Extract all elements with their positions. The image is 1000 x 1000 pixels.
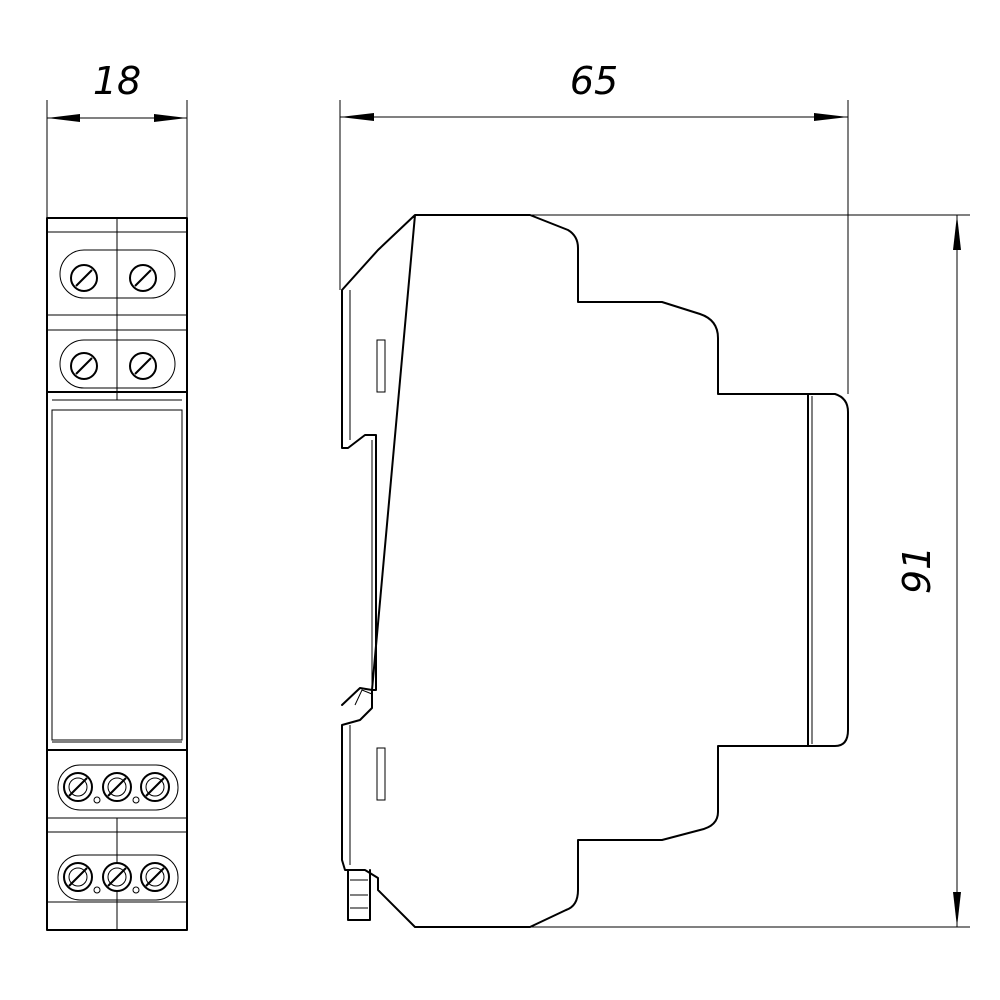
screw-icon — [63, 862, 93, 892]
din-clip-slot — [376, 747, 386, 801]
screw-icon — [129, 264, 157, 292]
screw-icon — [70, 352, 98, 380]
din-clip-slot — [376, 339, 386, 393]
dimension-height-label: 91 — [895, 546, 939, 594]
dimension-width-label: 18 — [93, 59, 141, 103]
dimension-width: 18 — [46, 59, 188, 218]
screw-icon — [63, 772, 93, 802]
screw-icon — [129, 352, 157, 380]
screw-icon — [102, 862, 132, 892]
screw-icon — [140, 862, 170, 892]
dimension-depth: 65 — [339, 59, 849, 394]
front-cover — [807, 393, 849, 747]
front-view — [46, 217, 188, 931]
bottom-terminal-block — [46, 741, 188, 930]
screw-icon — [140, 772, 170, 802]
screw-icon — [102, 772, 132, 802]
dimension-depth-label: 65 — [570, 59, 618, 103]
side-view — [341, 214, 849, 928]
screw-icon — [70, 264, 98, 292]
top-terminal-block — [46, 218, 188, 401]
dimension-height: 91 — [530, 214, 970, 928]
side-view-outline — [341, 214, 809, 928]
front-panel — [51, 409, 183, 741]
